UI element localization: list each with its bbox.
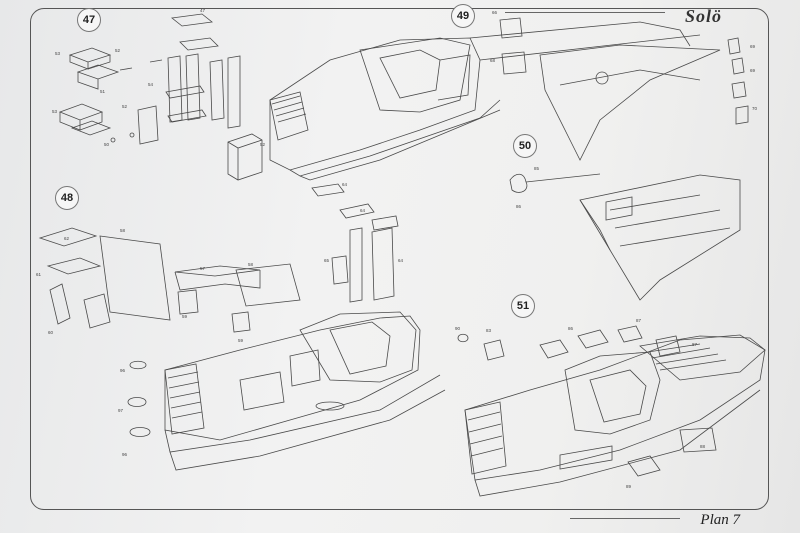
step-47-parts (58, 13, 263, 181)
step-48-boat (127, 311, 446, 471)
svg-text:60: 60 (48, 330, 54, 335)
svg-text:53: 53 (52, 109, 58, 114)
plan-label: Plan 7 (700, 512, 740, 528)
svg-text:69: 69 (750, 68, 756, 73)
svg-text:85: 85 (534, 166, 540, 171)
svg-text:64: 64 (342, 182, 348, 187)
svg-text:64: 64 (398, 258, 404, 263)
step-number-50: 50 (513, 134, 537, 158)
svg-text:69: 69 (750, 44, 756, 49)
svg-text:97: 97 (118, 408, 124, 413)
plan-rule (570, 518, 680, 519)
svg-text:87: 87 (692, 342, 698, 347)
svg-text:52: 52 (115, 48, 121, 53)
svg-text:53: 53 (55, 51, 61, 56)
svg-text:86: 86 (568, 326, 574, 331)
step-number-49: 49 (451, 4, 475, 28)
svg-text:96: 96 (122, 452, 128, 457)
svg-text:64: 64 (360, 208, 366, 213)
step-number-51: 51 (511, 294, 535, 318)
step-48-parts (38, 183, 399, 333)
svg-text:59: 59 (182, 314, 188, 319)
svg-text:61: 61 (36, 272, 42, 277)
step-number-47: 47 (77, 8, 101, 32)
svg-text:52: 52 (122, 104, 128, 109)
svg-text:58: 58 (120, 228, 126, 233)
svg-text:50: 50 (104, 142, 110, 147)
page-border (30, 8, 769, 510)
step-number-48: 48 (55, 186, 79, 210)
step-47-boat-cabin (269, 21, 701, 181)
part-callouts: 47 53 52 51 53 52 50 54 52 62 58 61 60 57 58 59 59 6… (36, 8, 758, 489)
svg-text:66: 66 (492, 10, 498, 15)
svg-text:58: 58 (248, 262, 254, 267)
svg-text:59: 59 (238, 338, 244, 343)
svg-text:87: 87 (636, 318, 642, 323)
step-51-boat (457, 325, 766, 497)
svg-text:83: 83 (486, 328, 492, 333)
step-50-hull (509, 173, 741, 301)
svg-text:65: 65 (324, 258, 330, 263)
svg-text:62: 62 (64, 236, 70, 241)
svg-text:57: 57 (200, 266, 206, 271)
title-rule (505, 12, 665, 13)
svg-text:96: 96 (120, 368, 126, 373)
svg-text:86: 86 (516, 204, 522, 209)
svg-text:88: 88 (700, 444, 706, 449)
svg-text:47: 47 (200, 8, 206, 13)
svg-text:70: 70 (752, 106, 758, 111)
svg-text:89: 89 (626, 484, 632, 489)
svg-text:68: 68 (490, 58, 496, 63)
step-49-parts (499, 17, 749, 161)
svg-text:90: 90 (455, 326, 461, 331)
model-title: Solö (684, 6, 722, 26)
svg-text:54: 54 (148, 82, 154, 87)
svg-text:52: 52 (260, 142, 266, 147)
svg-text:51: 51 (100, 89, 106, 94)
